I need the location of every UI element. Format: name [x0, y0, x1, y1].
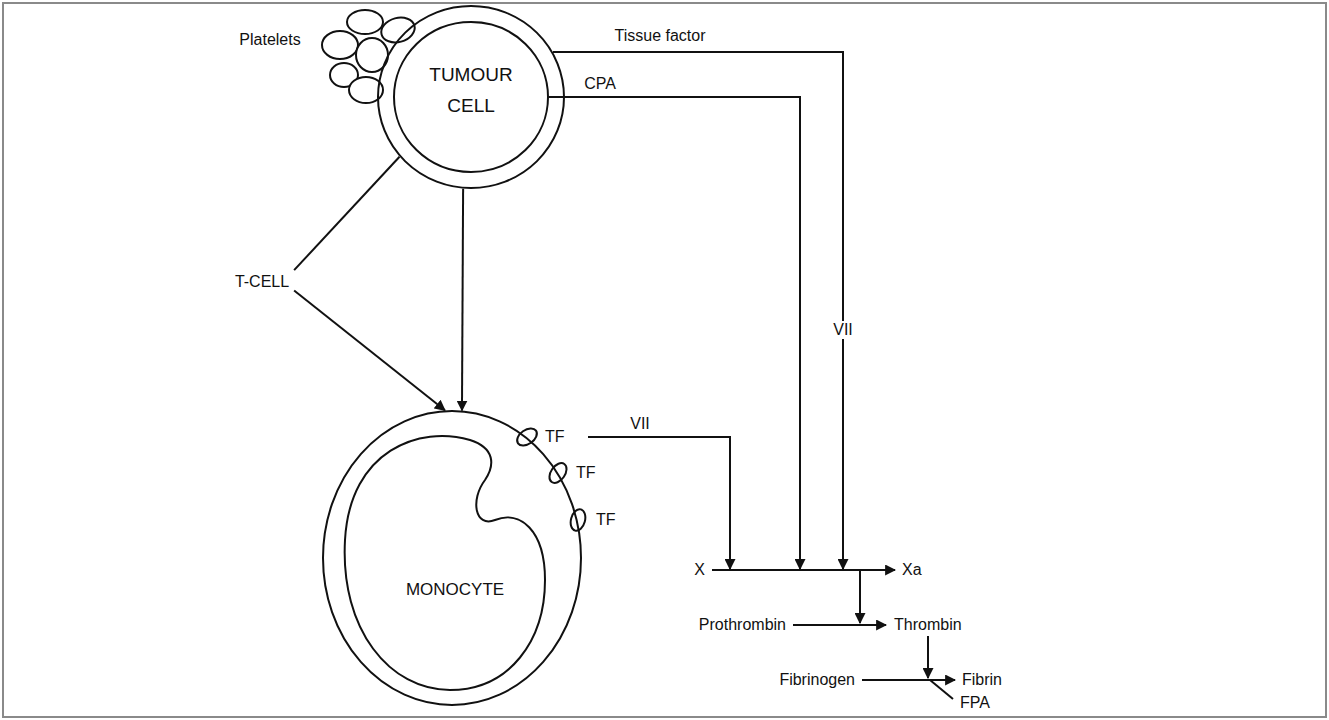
reaction-arrow — [793, 624, 886, 626]
substrate-label: Fibrinogen — [777, 671, 857, 689]
reaction-arrow — [862, 679, 955, 681]
cell-name: MONOCYTE — [406, 580, 504, 600]
tf-receptor — [568, 508, 587, 533]
branch-line — [930, 680, 953, 699]
factor-label: Xa — [900, 561, 924, 579]
cell-label: Platelets — [237, 31, 302, 49]
factor-label: CPA — [582, 75, 618, 93]
figure-frame — [3, 3, 1326, 717]
reaction-arrow — [712, 569, 895, 571]
monocyte-nucleus — [345, 436, 545, 690]
connector-arrow — [462, 189, 463, 411]
cell-name: T-CELL — [235, 273, 289, 291]
tissue-factor-receptors — [514, 425, 588, 532]
monocyte-tf-line — [588, 437, 730, 569]
connector-arrow — [294, 290, 445, 410]
tumour-cell: TUMOUR CELL — [377, 5, 565, 189]
platelet — [356, 38, 388, 72]
cell-name: TUMOUR CELL — [415, 59, 527, 122]
reaction-arrow — [927, 636, 929, 678]
receptor-label: TF — [594, 511, 618, 529]
reaction-arrow — [859, 571, 861, 623]
product-label: FPA — [958, 694, 992, 712]
monocyte-cell: MONOCYTE — [322, 410, 582, 706]
factor-label: X — [692, 561, 707, 579]
cell-outline — [377, 5, 565, 189]
factor-label: Tissue factor — [613, 27, 708, 45]
platelet — [349, 77, 383, 103]
receptor-label: TF — [574, 464, 598, 482]
cell-outline — [322, 410, 582, 706]
platelet-cluster — [322, 10, 418, 103]
receptor-label: TF — [543, 428, 567, 446]
product-label: Fibrin — [960, 671, 1004, 689]
factor-label: VII — [628, 415, 652, 433]
cpa-line — [549, 97, 800, 569]
tumour-inner-membrane — [394, 22, 548, 172]
platelet — [378, 14, 417, 46]
factor-label: VII — [831, 321, 855, 339]
platelet — [322, 31, 358, 59]
t-cell-node: T-CELL — [230, 270, 294, 294]
substrate-label: Prothrombin — [697, 616, 788, 634]
coagulation-pathway — [549, 52, 955, 699]
cell-membrane — [323, 411, 581, 705]
tf-receptor — [546, 460, 570, 486]
cell-membrane — [378, 6, 564, 188]
product-label: Thrombin — [892, 616, 964, 634]
tf-receptor — [514, 425, 540, 449]
platelet — [347, 10, 383, 34]
connector-arrow — [294, 157, 399, 270]
